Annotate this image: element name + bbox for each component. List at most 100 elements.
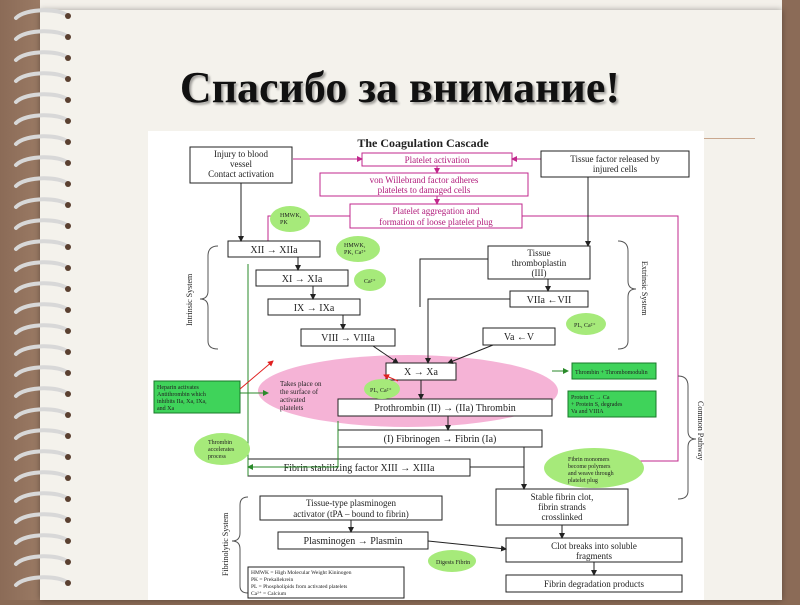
protein-c-2: + Protein S, degrades: [571, 402, 623, 408]
bubble-hmwk-ca-1: HMWK,: [344, 243, 366, 249]
v-label: Va ←V: [504, 332, 535, 343]
prothrombin-box: [337, 398, 553, 417]
tissue-factor-box: [540, 150, 690, 178]
breaks-line-1: Clot breaks into soluble: [551, 541, 637, 551]
spiral-ring: [14, 449, 70, 461]
protein-c-3: Va and VIIIA: [571, 409, 604, 415]
spiral-binding: [14, 8, 71, 587]
extrinsic-bracket: [617, 240, 637, 350]
vwf-line-2: platelets to damaged cells: [378, 185, 471, 195]
injury-line-2: vessel: [230, 159, 252, 169]
spiral-hole: [65, 202, 71, 208]
vwf-box: [319, 172, 529, 197]
spiral-hole: [65, 244, 71, 250]
xii-box: [227, 240, 321, 258]
arrow-plasm-breaks: [427, 540, 507, 552]
tp-line-3: (III): [532, 268, 547, 278]
viii-label: VIII → VIIIa: [321, 333, 375, 344]
tpa-line-1: Tissue-type plasminogen: [306, 498, 396, 508]
red-arrow-1: [239, 360, 274, 390]
spiral-ring: [14, 491, 70, 503]
legend-1: HMWK = High Molecular Weight Kininogen: [251, 570, 352, 576]
heparin-3: inhibits IIa, Xa, IXa,: [157, 399, 207, 405]
bubble-fm-1: Fibrin monomers: [568, 457, 610, 463]
spiral-hole: [65, 55, 71, 61]
fibrinolytic-bracket: [231, 496, 249, 594]
spiral-ring: [14, 386, 70, 398]
slide-title: Спасибо за внимание!: [179, 63, 621, 112]
diagram-svg: The Coagulation Cascade Platelet activat…: [153, 136, 705, 599]
aggregation-line-2: formation of loose platelet plug: [379, 217, 493, 227]
heparin-2: Antithrombin which: [157, 392, 206, 398]
spiral-ring: [14, 239, 70, 251]
bubble-plca-right: [566, 313, 606, 335]
fibrin-stab-label: Fibrin stabilizing factor XIII → XIIIa: [284, 463, 435, 474]
thrombomodulin-text: Thrombin + Thrombomodulin: [575, 370, 648, 376]
spiral-ring: [14, 554, 70, 566]
injury-line-1: Injury to blood: [214, 149, 268, 159]
spiral-ring: [14, 197, 70, 209]
platelet-activation-label: Platelet activation: [405, 155, 470, 165]
spiral-ring: [14, 92, 70, 104]
legend-4: Ca²⁺ = Calcium: [251, 590, 287, 597]
spiral-hole: [65, 328, 71, 334]
spiral-hole: [65, 580, 71, 586]
heparin-1: Heparin activates: [157, 385, 199, 391]
bubble-fm-2: become polymers: [568, 464, 611, 470]
spiral-hole: [65, 454, 71, 460]
bubble-ta-1: Thrombin: [208, 440, 232, 446]
common-label: Common Pathway: [696, 401, 704, 460]
spiral-ring: [14, 407, 70, 419]
bubble-ta-3: process: [208, 454, 227, 460]
spiral-ring: [14, 71, 70, 83]
bubble-digests-text: Digests Fibrin: [436, 560, 470, 566]
spiral-hole: [65, 139, 71, 145]
magenta-left-line: [267, 215, 350, 243]
thrombomodulin-box: [571, 362, 657, 380]
spiral-hole: [65, 496, 71, 502]
spiral-ring: [14, 533, 70, 545]
clot-breaks-box: [505, 537, 683, 563]
spiral-hole: [65, 370, 71, 376]
tpa-box: [259, 495, 443, 521]
bubble-plca-mid: [364, 379, 400, 399]
bubble-ca-text: Ca²⁺: [364, 278, 376, 285]
tf-line-1: Tissue factor released by: [570, 154, 660, 164]
spiral-ring: [14, 344, 70, 356]
green-line-thrombin: [247, 421, 339, 470]
bubble-hmwk-ca-2: PK, Ca²⁺: [344, 249, 366, 256]
spiral-hole: [65, 286, 71, 292]
heparin-box: [153, 380, 241, 414]
spiral-hole: [65, 307, 71, 313]
spiral-hole: [65, 160, 71, 166]
ix-label: IX → IXa: [294, 303, 335, 314]
spiral-ring: [14, 113, 70, 125]
spiral-hole: [65, 412, 71, 418]
spiral-ring: [14, 281, 70, 293]
bubble-hmwk-ca: [336, 236, 380, 262]
spiral-ring: [14, 428, 70, 440]
common-bracket: [677, 375, 697, 500]
coagulation-diagram: The Coagulation Cascade Platelet activat…: [148, 131, 705, 600]
spiral-ring: [14, 50, 70, 62]
tpa-line-2: activator (tPA – bound to fibrin): [293, 509, 408, 519]
takes-place-3: activated: [280, 396, 306, 404]
spiral-hole: [65, 97, 71, 103]
fibrinolytic-label: Fibrinolytic System: [221, 512, 230, 576]
intrinsic-label: Intrinsic System: [185, 273, 194, 326]
takes-place-2: the surface of: [280, 388, 319, 396]
clot-line-2: fibrin strands: [538, 502, 586, 512]
spiral-ring: [14, 323, 70, 335]
spiral-hole: [65, 223, 71, 229]
viii-box: [300, 328, 396, 347]
arrow-tp-left: [419, 258, 488, 307]
spiral-ring: [14, 218, 70, 230]
bubble-fibrin-monomers: [544, 448, 644, 488]
bubble-ca: [354, 269, 386, 291]
diagram-title: The Coagulation Cascade: [357, 136, 489, 150]
spiral-hole: [65, 181, 71, 187]
bubble-thrombin-acc: [194, 433, 250, 465]
xi-label: XI → XIa: [282, 274, 323, 285]
spiral-hole: [65, 538, 71, 544]
legend-2: PK = Prekallekrein: [251, 577, 293, 583]
